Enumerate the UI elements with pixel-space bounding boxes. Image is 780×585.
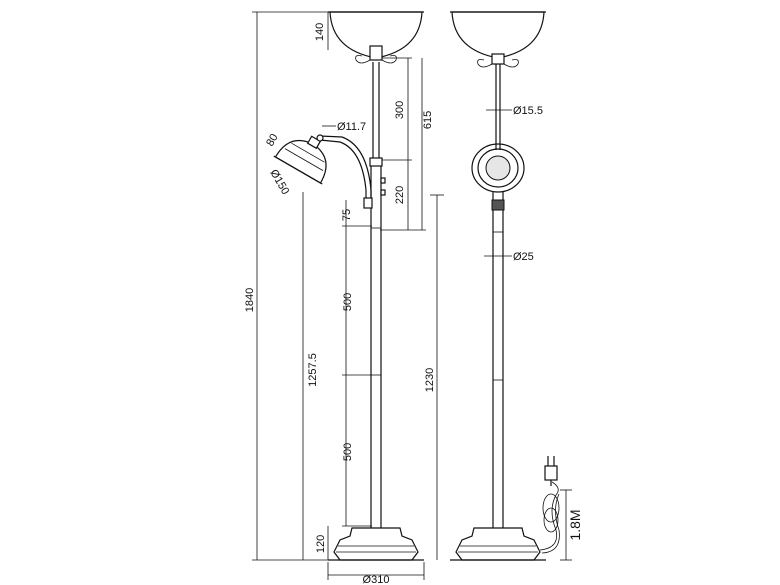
front-reading-shade bbox=[471, 140, 525, 193]
label-thin-dia: Ø15.5 bbox=[513, 105, 543, 117]
label-thick-dia: Ø25 bbox=[513, 251, 534, 263]
label-lower-joint: 75 bbox=[341, 209, 353, 221]
power-cable bbox=[539, 481, 559, 551]
label-mid-section: 220 bbox=[394, 186, 406, 204]
side-view: 1840 1257.5 Ø11.7 80 Ø150 140 300 615 22… bbox=[244, 11, 444, 585]
cable-coil-1 bbox=[542, 493, 560, 523]
arm-clamp bbox=[363, 197, 373, 209]
reading-arm bbox=[319, 139, 367, 205]
label-cable-length: 1.8M bbox=[567, 509, 583, 540]
label-total-height: 1840 bbox=[244, 288, 256, 312]
label-upper-total: 615 bbox=[422, 111, 434, 129]
stem-joint bbox=[369, 157, 383, 167]
label-tube-upper: 500 bbox=[342, 293, 354, 311]
front-base bbox=[455, 527, 541, 561]
cable-coil-2 bbox=[543, 507, 559, 533]
power-cable-2 bbox=[541, 493, 560, 554]
label-upper-section: 300 bbox=[394, 101, 406, 119]
label-tube-lower: 500 bbox=[342, 443, 354, 461]
reading-shade bbox=[273, 135, 327, 185]
arm-tip bbox=[316, 134, 324, 142]
label-arm-tube-dia: Ø11.7 bbox=[337, 121, 366, 133]
lamp-base bbox=[333, 527, 419, 561]
label-base-height: 120 bbox=[315, 535, 327, 553]
bowl-socket bbox=[369, 45, 383, 61]
plug-body bbox=[544, 465, 558, 481]
label-arm-height: 1257.5 bbox=[307, 353, 319, 387]
reading-arm-outer bbox=[319, 135, 372, 205]
bowl-curl-left bbox=[355, 55, 371, 64]
bowl-curl-right bbox=[381, 55, 397, 64]
label-shade-dia: Ø150 bbox=[267, 168, 291, 197]
front-curl-right bbox=[503, 59, 519, 68]
front-bowl-socket bbox=[491, 53, 505, 65]
label-shade-depth: 80 bbox=[264, 132, 281, 149]
front-curl-left bbox=[477, 59, 493, 68]
front-switch bbox=[491, 199, 505, 211]
label-tube-1230: 1230 bbox=[424, 368, 436, 392]
label-bowl-height: 140 bbox=[314, 23, 326, 41]
label-base-dia: Ø310 bbox=[363, 574, 390, 585]
front-view: Ø15.5 Ø25 1.8M bbox=[450, 11, 583, 561]
front-bowl bbox=[451, 11, 545, 59]
switch-lower bbox=[380, 189, 386, 196]
switch-upper bbox=[380, 177, 386, 184]
